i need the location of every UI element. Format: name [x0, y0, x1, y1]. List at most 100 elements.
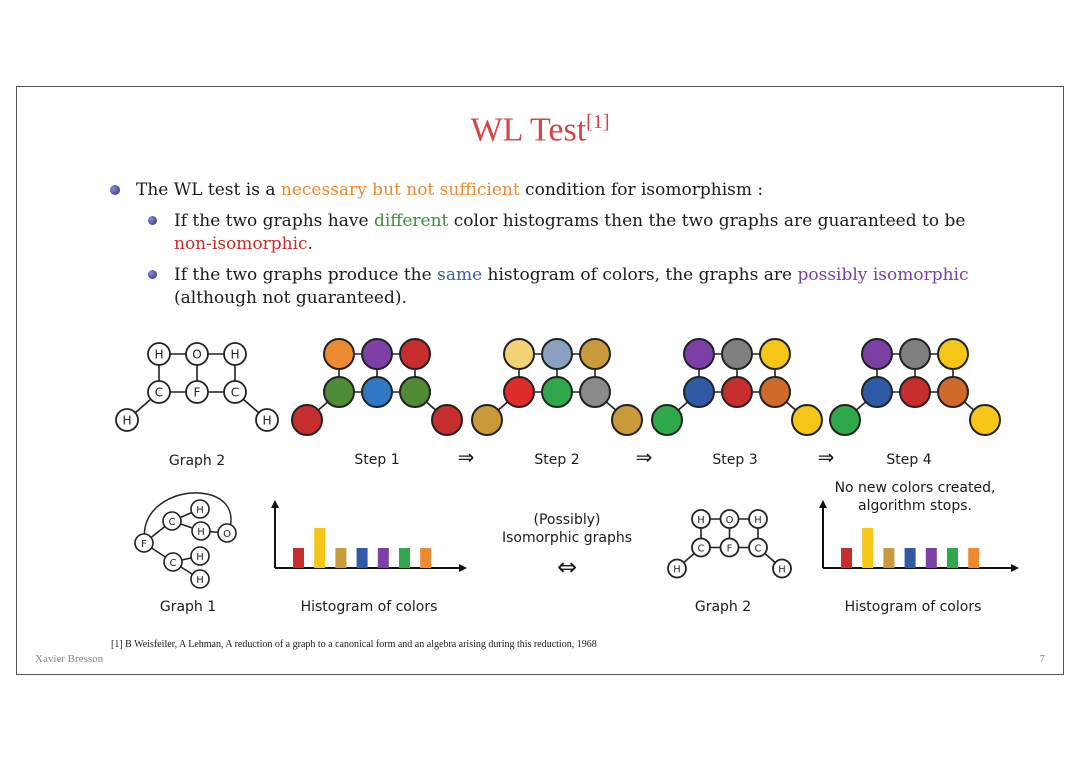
step3-node: [683, 376, 715, 408]
graph1-node: [162, 511, 182, 531]
graph2-bottom-node-label: O: [726, 515, 734, 526]
graph2-top-node-label: H: [262, 414, 271, 428]
graph2-bottom-node: [719, 509, 740, 529]
graph1-node-label: F: [141, 539, 147, 550]
step2-node: [541, 338, 573, 370]
step1-node: [399, 338, 431, 370]
sub-bullet-dot: [148, 216, 157, 225]
graph2-bottom-node: [748, 509, 768, 529]
page-number: 7: [1039, 653, 1046, 665]
iff-arrow: ⇔: [556, 553, 578, 581]
step1-node: [431, 404, 463, 436]
step3-node: [721, 376, 753, 408]
hist-right-bar: [968, 548, 980, 568]
graph2-top-node: [223, 380, 247, 404]
arrow-1: ⇒: [457, 445, 475, 469]
graph1-node: [190, 499, 210, 519]
label-isomorphic-graphs: Isomorphic graphs: [501, 530, 633, 546]
graph1-node: [191, 521, 211, 541]
label-step2: Step 2: [534, 452, 580, 468]
graph1-node-label: H: [196, 552, 204, 563]
hist-left-bar: [377, 548, 389, 568]
slide: WL Test[1] The WL test is a necessary bu…: [16, 86, 1064, 675]
hist-right-bar: [925, 548, 937, 568]
label-histogram-left: Histogram of colors: [300, 599, 438, 615]
hist-right-y-arrow: [819, 500, 827, 508]
label-graph1: Graph 1: [159, 599, 217, 615]
graph1-node: [134, 533, 154, 553]
graph2-bottom-node-label: C: [698, 543, 705, 554]
graph2-bottom-node-label: H: [778, 564, 785, 575]
step4-node: [899, 338, 931, 370]
hist-right-bar: [862, 528, 874, 568]
graph2-top-node-label: C: [231, 386, 239, 400]
label-graph2-bottom: Graph 2: [694, 599, 752, 615]
graph1-node-label: H: [196, 575, 204, 586]
graph2-top-node: [185, 380, 209, 404]
graph2-top-node: [115, 408, 139, 432]
graph2-bottom-node: [748, 537, 768, 558]
bullet-dot: [110, 185, 120, 195]
hist-left-bar: [399, 548, 410, 568]
step4-node: [861, 376, 893, 408]
footnote: [1] B Weisfeiler, A Lehman, A reduction …: [111, 639, 597, 650]
hist-left-bar: [314, 528, 326, 568]
step2-node: [471, 404, 503, 436]
graph2-bottom-node: [667, 558, 687, 579]
step2-node: [503, 376, 535, 408]
step4-node: [861, 338, 893, 370]
step3-node: [791, 404, 823, 436]
step4-node: [969, 404, 1001, 436]
graph2-bottom-node-label: F: [727, 543, 733, 554]
sub-bullet-dot: [148, 270, 157, 279]
label-histogram-right: Histogram of colors: [844, 599, 982, 615]
step3-node: [759, 338, 791, 370]
graph2-top-node-label: H: [230, 348, 239, 362]
graph2-bottom-node: [772, 558, 792, 579]
label-algorithm-stops: algorithm stops.: [858, 498, 972, 514]
hist-right-x-arrow: [1011, 564, 1019, 572]
label-graph2-top: Graph 2: [168, 453, 226, 469]
title-reference: [1]: [586, 111, 610, 133]
graph2-bottom-node-label: H: [754, 515, 761, 526]
label-step3: Step 3: [712, 452, 758, 468]
step2-node: [541, 376, 573, 408]
step3-node: [721, 338, 753, 370]
graph2-top-node: [255, 408, 279, 432]
step3-node: [651, 404, 683, 436]
graph2-bottom-node-label: H: [673, 564, 680, 575]
label-possibly: (Possibly): [533, 512, 601, 528]
step2-node: [579, 376, 611, 408]
graph2-top-node-label: H: [122, 414, 131, 428]
graph2-bottom-node: [691, 509, 711, 529]
graph1-node: [190, 569, 210, 589]
label-no-new-colors: No new colors created,: [834, 480, 996, 496]
title-text: WL Test: [470, 111, 587, 149]
bullet-2: If the two graphs have different color h…: [174, 211, 966, 254]
step3-node: [759, 376, 791, 408]
hist-left-bar: [293, 548, 304, 568]
graph1-edge: [143, 492, 232, 544]
step4-node: [937, 338, 969, 370]
step2-node: [503, 338, 535, 370]
step1-node: [399, 376, 431, 408]
step3-node: [683, 338, 715, 370]
bullet-1: The WL test is a necessary but not suffi…: [136, 180, 764, 200]
graph1-node: [217, 523, 237, 543]
graph2-bottom-node: [719, 537, 740, 558]
graph2-top-node: [223, 342, 247, 366]
graph1-node-label: O: [223, 529, 231, 540]
step4-node: [937, 376, 969, 408]
graph2-bottom-node-label: H: [697, 515, 704, 526]
graph2-top-node-label: O: [192, 348, 202, 362]
graph1-node: [163, 552, 183, 572]
label-step1: Step 1: [354, 452, 400, 468]
hist-left-bar: [335, 548, 347, 568]
graph2-bottom-node-label: C: [755, 543, 762, 554]
bullet-3: If the two graphs produce the same histo…: [174, 265, 969, 308]
step4-node: [899, 376, 931, 408]
graph2-top-node-label: H: [154, 348, 163, 362]
graph2-bottom-node: [691, 537, 711, 558]
hist-left-x-arrow: [459, 564, 467, 572]
